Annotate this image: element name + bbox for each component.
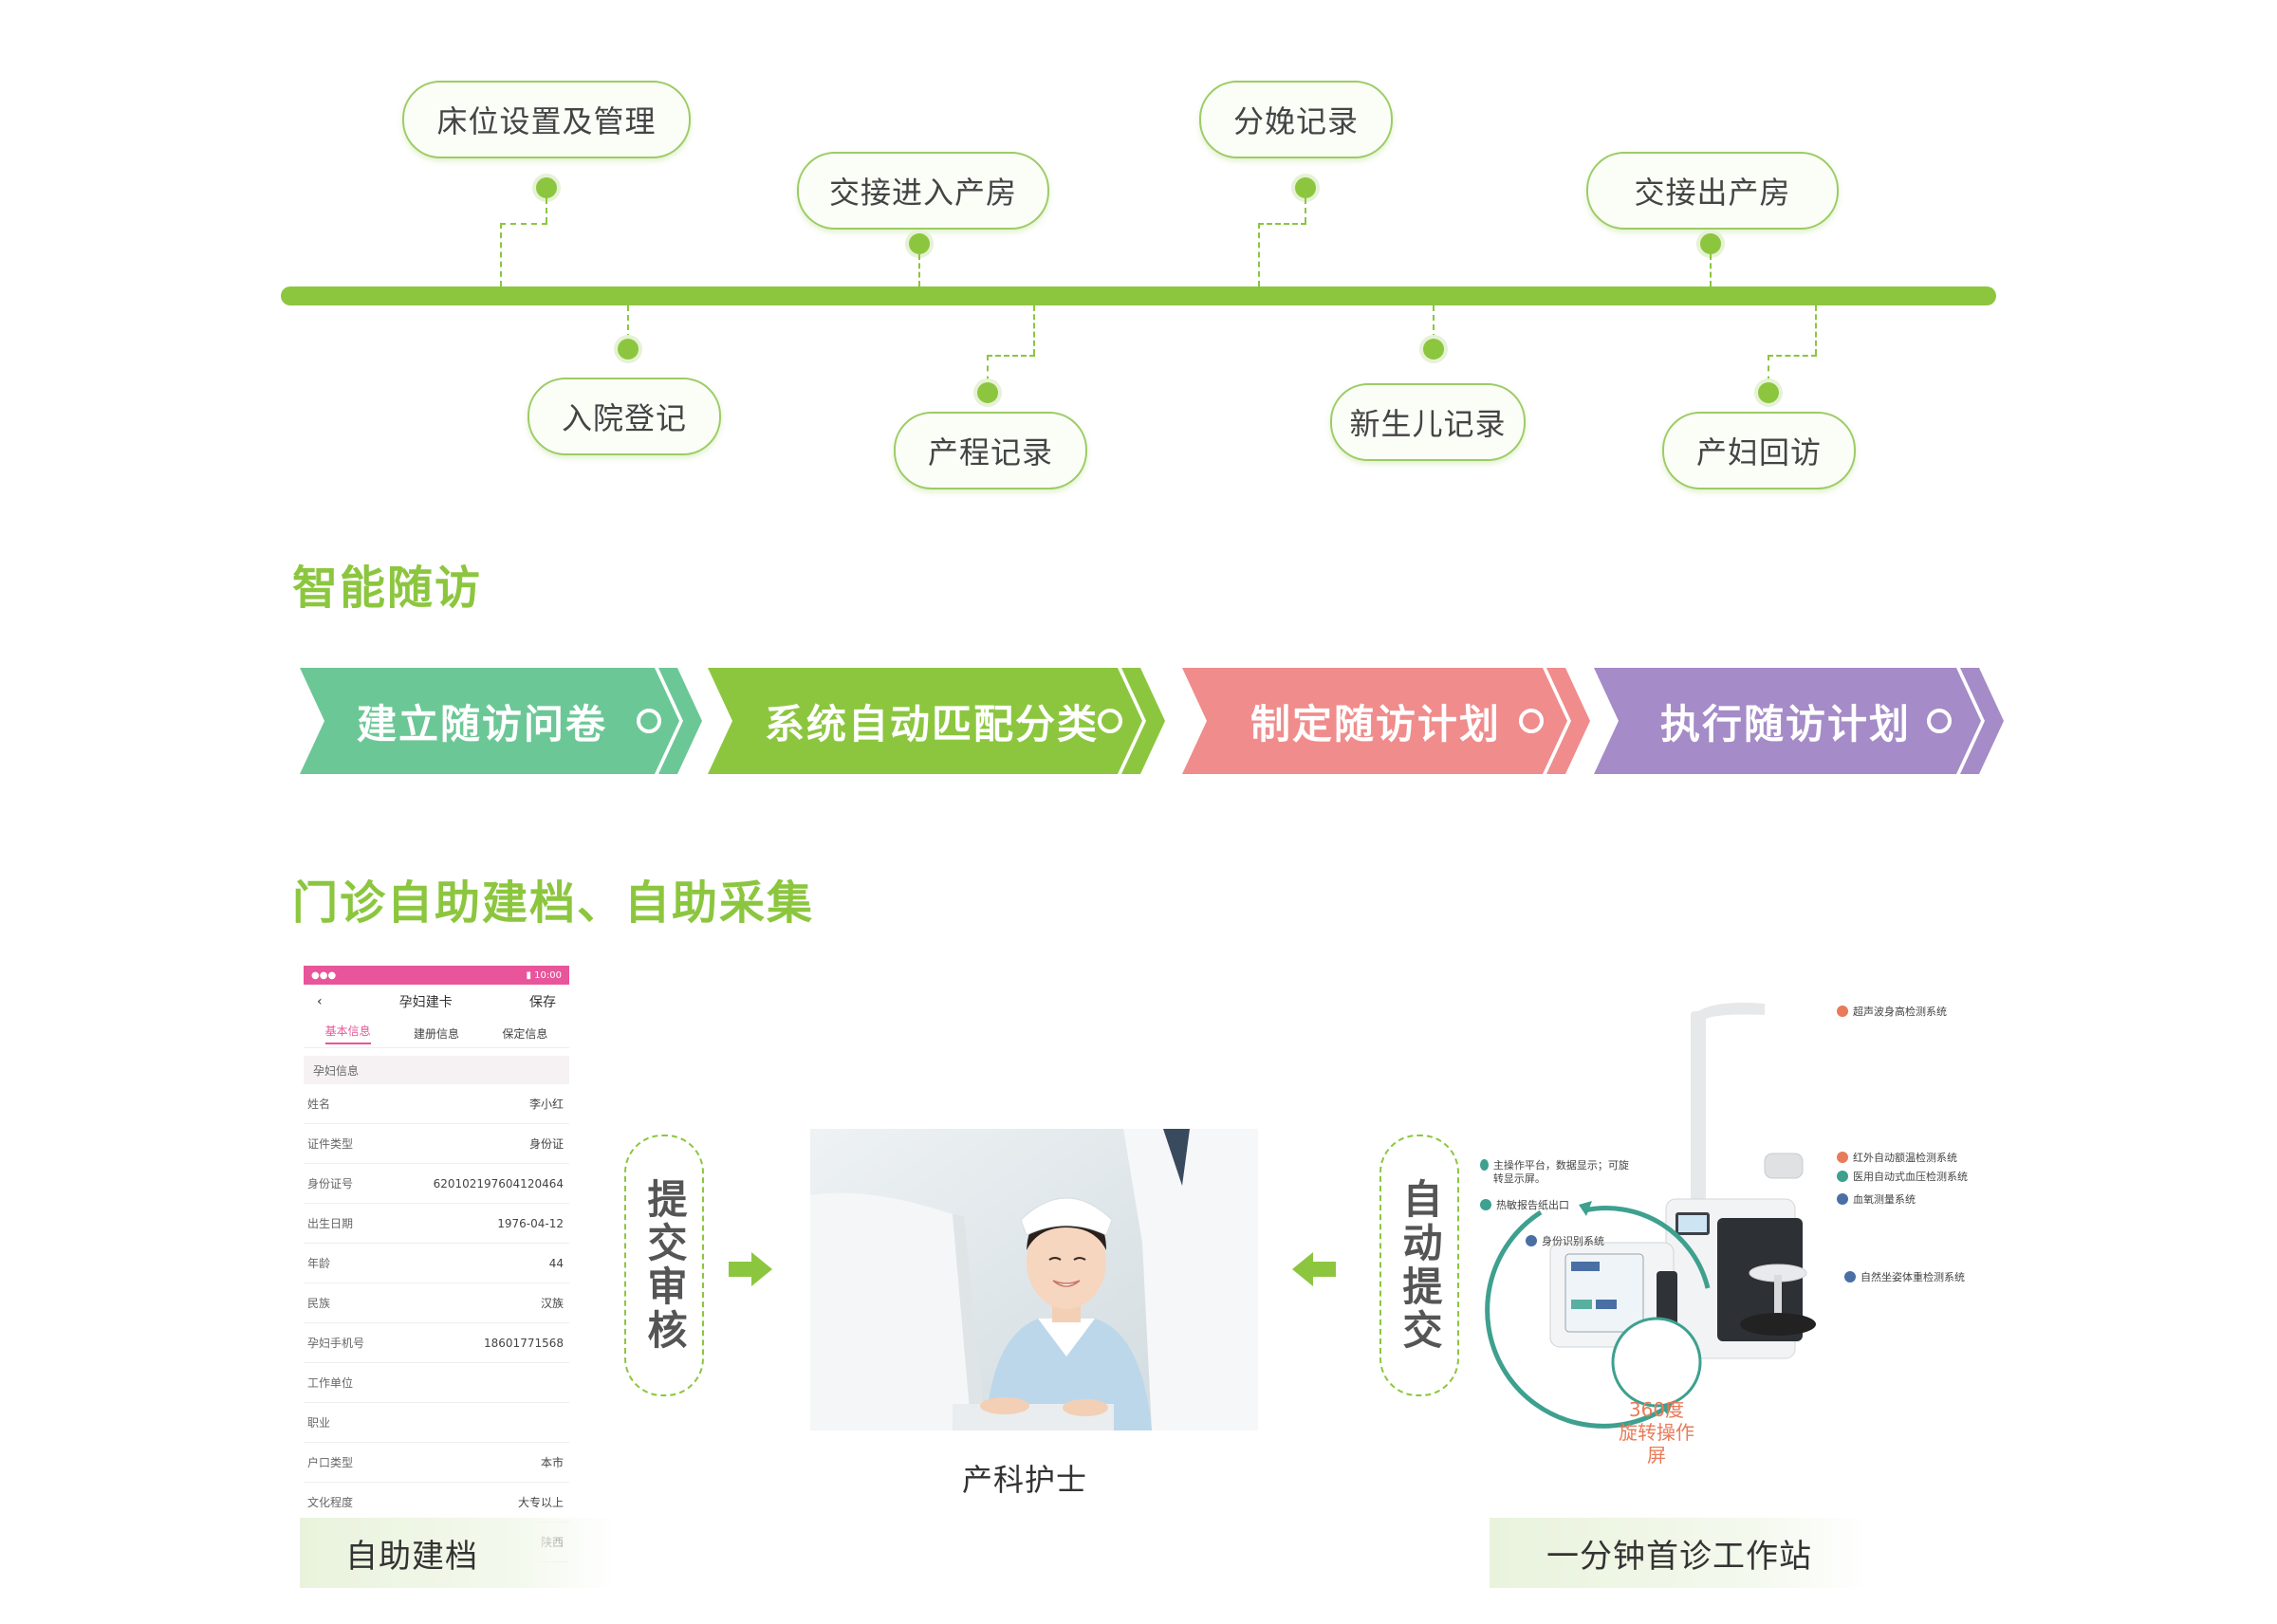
kiosk-label: 自然坐姿体重检测系统: [1844, 1269, 1965, 1284]
arrow-right-icon: [729, 1252, 772, 1286]
nurse-caption: 产科护士: [961, 1462, 1087, 1498]
timeline-dot: [1295, 177, 1316, 198]
followup-step-4: 执行随访计划: [1594, 668, 2011, 774]
timeline-bar: [281, 286, 1996, 305]
phone-group-header: 孕妇信息: [304, 1056, 569, 1084]
nurse-illustration: [810, 1129, 1258, 1430]
section-title-followup: 智能随访: [292, 562, 483, 615]
timeline-connector: [1305, 198, 1306, 223]
kiosk-label: 血氧测量系统: [1837, 1191, 1916, 1207]
timeline-connector: [1815, 305, 1817, 355]
followup-step-3: 制定随访计划: [1182, 668, 1600, 774]
step-arrow-shape: [300, 668, 702, 774]
timeline-dot: [536, 177, 557, 198]
timeline-connector: [500, 223, 547, 225]
kiosk-label: 红外自动额温检测系统: [1837, 1150, 1957, 1165]
rotate-screen-badge-text: 360度 旋转操作屏: [1619, 1398, 1694, 1467]
phone-save-button: 保存: [528, 995, 556, 1010]
timeline-node-enter-delivery-room: 交接进入产房: [797, 152, 1049, 230]
kiosk-label: 主操作平台，数据显示；可旋转显示屏。: [1480, 1159, 1632, 1186]
kiosk-label: 医用自动式血压检测系统: [1837, 1169, 1968, 1184]
timeline-connector: [918, 254, 920, 286]
timeline-connector: [1258, 223, 1260, 286]
form-row: 证件类型身份证: [304, 1124, 569, 1164]
back-icon: ‹: [317, 994, 323, 1009]
timeline-connector: [1710, 254, 1712, 286]
timeline-connector: [1433, 305, 1435, 349]
timeline-node-bed-management: 床位设置及管理: [402, 81, 691, 158]
timeline-connector: [987, 355, 1035, 357]
phone-tab: 保定信息: [502, 1026, 548, 1041]
timeline-connector: [627, 305, 629, 349]
step-arrow-shape: [708, 668, 1165, 774]
form-row: 民族汉族: [304, 1283, 569, 1323]
auto-submit-label: 自动提交: [1379, 1135, 1459, 1396]
section-title-outpatient: 门诊自助建档、自助采集: [292, 877, 815, 930]
timeline-dot: [1758, 382, 1779, 403]
timeline-connector: [500, 223, 502, 286]
timeline-node-exit-delivery-room: 交接出产房: [1586, 152, 1839, 230]
followup-step-1: 建立随访问卷: [300, 668, 713, 774]
phone-tab: 基本信息: [324, 1023, 371, 1044]
step-label: 执行随访计划: [1660, 700, 1912, 747]
kiosk-label: 超声波身高检测系统: [1837, 1004, 1947, 1019]
timeline-node-admission: 入院登记: [528, 378, 721, 455]
timeline-node-labor-record: 产程记录: [894, 412, 1087, 489]
form-row: 文化程度大专以上: [304, 1483, 569, 1522]
step-label: 制定随访计划: [1250, 700, 1502, 747]
timeline-connector: [1768, 355, 1769, 393]
form-row: 户口类型本市: [304, 1443, 569, 1483]
followup-step-2: 系统自动匹配分类: [708, 668, 1182, 774]
arrow-left-icon: [1292, 1252, 1336, 1286]
timeline-dot: [1700, 233, 1721, 254]
form-row: 姓名李小红: [304, 1084, 569, 1124]
kiosk-label: 热敏报告纸出口: [1480, 1197, 1569, 1212]
timeline-connector: [1768, 355, 1817, 357]
timeline-connector: [1033, 305, 1035, 355]
step-label: 系统自动匹配分类: [765, 700, 1100, 747]
timeline-node-newborn-record: 新生儿记录: [1330, 383, 1526, 461]
phone-tabs: 基本信息 建册信息 保定信息: [304, 1019, 569, 1048]
timeline-dot: [618, 339, 639, 360]
timeline-connector: [1258, 223, 1306, 225]
form-row: 职业: [304, 1403, 569, 1443]
step-label: 建立随访问卷: [357, 700, 608, 747]
phone-nav-bar: ‹ 孕妇建卡 保存: [304, 985, 569, 1019]
phone-tab: 建册信息: [413, 1026, 459, 1041]
timeline-dot: [977, 382, 998, 403]
phone-status-bar: ●●●▮ 10:00: [304, 966, 569, 985]
form-row: 工作单位: [304, 1363, 569, 1403]
self-archive-caption: 自助建档: [300, 1518, 617, 1588]
timeline-node-postpartum-visit: 产妇回访: [1662, 412, 1856, 489]
submit-review-label: 提交审核: [624, 1135, 704, 1396]
kiosk-illustration: [1485, 1003, 1816, 1429]
step-arrow-shape: [1594, 668, 2004, 774]
step-arrow-shape: [1182, 668, 1590, 774]
kiosk-label: 身份识别系统: [1526, 1233, 1604, 1248]
timeline-connector: [546, 198, 547, 223]
mobile-form-screenshot: ●●●▮ 10:00 ‹ 孕妇建卡 保存 基本信息 建册信息 保定信息 孕妇信息…: [304, 966, 569, 1569]
timeline-connector: [987, 355, 989, 393]
nurse-photo: [810, 1129, 1258, 1430]
kiosk-caption: 一分钟首诊工作站: [1490, 1518, 1869, 1588]
phone-header-title: 孕妇建卡: [398, 995, 453, 1010]
timeline-dot: [909, 233, 930, 254]
timeline-node-delivery-record: 分娩记录: [1199, 81, 1393, 158]
timeline-dot: [1423, 339, 1444, 360]
